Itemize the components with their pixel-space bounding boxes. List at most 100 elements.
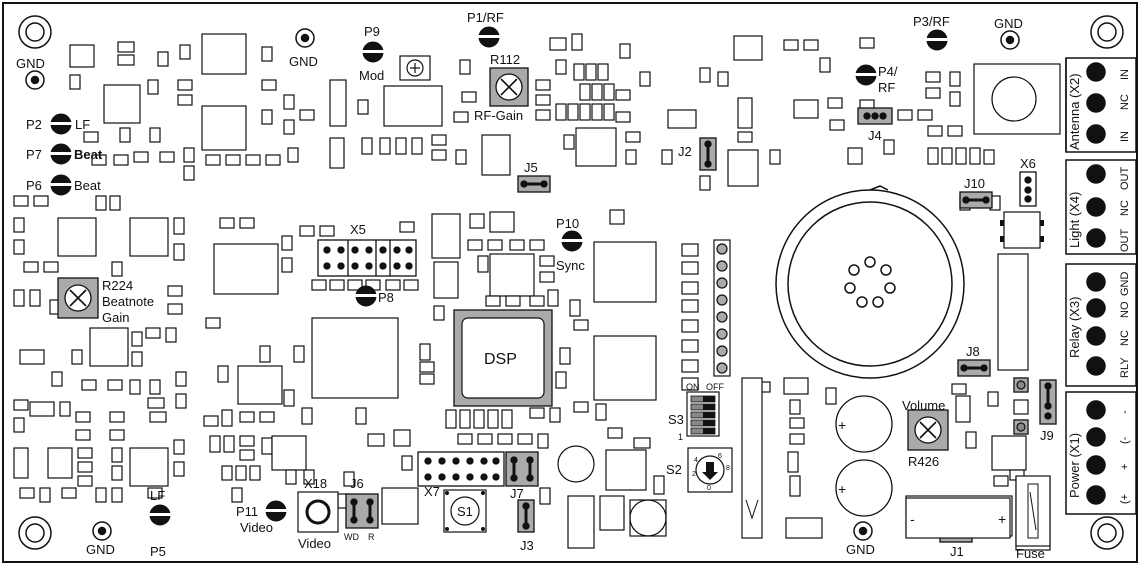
labels: GND GND GND GND GND P9 Mod P1/RF R112 RF… — [16, 10, 1131, 561]
label-reg-minus: - — [910, 511, 915, 527]
test-point-p11 — [265, 500, 287, 522]
test-point-p7 — [50, 143, 72, 165]
trimmer-r224[interactable] — [57, 277, 99, 319]
pin-antenna-3: IN — [1119, 131, 1131, 142]
label-beatnote: Beatnote — [102, 294, 154, 309]
jumper-j2 — [699, 137, 717, 171]
relay-small — [1000, 211, 1044, 249]
jumper-j3 — [517, 499, 535, 533]
test-point-p3rf — [926, 29, 948, 51]
rotary-digit: 2 — [692, 471, 696, 478]
label-j3: J3 — [520, 538, 534, 553]
label-r: R — [368, 532, 375, 542]
rotary-digit: 8 — [726, 465, 730, 472]
gnd-point-left — [25, 70, 45, 90]
gray-pads — [713, 239, 1029, 435]
label-p6-beat: Beat — [74, 178, 101, 193]
test-points — [50, 26, 948, 526]
label-s1: S1 — [457, 504, 473, 519]
jumper-j4 — [857, 107, 893, 125]
label-j9: J9 — [1040, 428, 1054, 443]
label-p6: P6 — [26, 178, 42, 193]
label-lf: LF — [150, 488, 165, 503]
pin-power-3: + — [1119, 464, 1131, 470]
test-point-p8 — [355, 285, 377, 307]
pin-relay-3: NC — [1119, 330, 1131, 346]
label-wd: WD — [344, 532, 359, 542]
label-p4-rf: RF — [878, 80, 895, 95]
label-x6: X6 — [1020, 156, 1036, 171]
mounting-hole-tr — [1090, 15, 1124, 49]
rotary-digit: 4 — [694, 457, 698, 464]
rotary-switch-s2[interactable] — [687, 447, 733, 493]
gnd-point-top2 — [1000, 30, 1020, 50]
label-gnd-top1: GND — [289, 54, 318, 69]
video-connector-x18[interactable] — [297, 491, 339, 533]
test-point-p10 — [561, 230, 583, 252]
button-s1[interactable] — [443, 489, 487, 533]
vertical-connector — [741, 377, 763, 539]
jumper-j8 — [957, 359, 991, 377]
label-mod: Mod — [359, 68, 384, 83]
capacitors — [835, 395, 893, 517]
label-p2-lf: LF — [75, 117, 90, 132]
trimmer-r112[interactable] — [489, 67, 529, 107]
pin-power-4: (+ — [1119, 494, 1131, 504]
mounting-hole-br — [1090, 516, 1124, 550]
label-p2: P2 — [26, 117, 42, 132]
gnd-point-bottom2 — [853, 521, 873, 541]
test-point-p9 — [362, 41, 384, 63]
trimmer-r426[interactable] — [907, 409, 949, 451]
label-p7: P7 — [26, 147, 42, 162]
label-cap2-plus: + — [838, 481, 846, 497]
label-s2: S2 — [666, 462, 682, 477]
label-p4: P4/ — [878, 64, 898, 79]
label-gnd-bottom2: GND — [846, 542, 875, 557]
connector-relay-name: Relay (X3) — [1067, 297, 1082, 358]
label-j8: J8 — [966, 344, 980, 359]
jumper-j10 — [959, 191, 993, 209]
pin-light-1: OUT — [1119, 167, 1131, 191]
jumper-j7 — [505, 451, 539, 487]
terminal-antenna — [1065, 57, 1137, 153]
dip-switch-s3[interactable] — [686, 391, 720, 437]
buzzer — [973, 63, 1061, 135]
smd-components — [13, 33, 1051, 551]
label-gnd-left: GND — [16, 56, 45, 71]
label-r112: R112 — [490, 52, 520, 67]
round-component-2 — [629, 499, 667, 537]
gnd-point-top1 — [295, 28, 315, 48]
label-p9: P9 — [364, 24, 380, 39]
gnd-test-points — [25, 28, 1020, 541]
connector-power-name: Power (X1) — [1067, 433, 1082, 498]
test-point-p4rf — [855, 64, 877, 86]
label-reg-plus: + — [998, 511, 1006, 527]
jumper-x6 — [1019, 171, 1037, 207]
test-point-p6 — [50, 174, 72, 196]
speaker — [775, 185, 965, 379]
round-component-2-frame — [629, 499, 667, 537]
test-point-p5 — [149, 504, 171, 526]
label-cap1-plus: + — [838, 417, 846, 433]
pin-relay-2: NO — [1119, 301, 1131, 318]
label-dsp: DSP — [484, 351, 517, 368]
jumper-j9 — [1039, 379, 1057, 425]
jumper-j6 — [345, 493, 379, 529]
header-x7 — [417, 451, 505, 487]
label-off: OFF — [706, 382, 724, 392]
label-x5: X5 — [350, 222, 366, 237]
label-p8: P8 — [378, 290, 394, 305]
label-j1: J1 — [950, 544, 964, 559]
round-component-1 — [557, 445, 595, 483]
label-video1: Video — [240, 520, 273, 535]
label-j7: J7 — [510, 486, 524, 501]
label-j4: J4 — [868, 128, 882, 143]
jumper-j5 — [517, 175, 551, 193]
terminal-blocks — [1065, 57, 1137, 515]
pin-antenna-1: IN — [1119, 69, 1131, 80]
rotary-digits: 0 2 4 6 8 — [692, 453, 730, 492]
fuse-holder — [1015, 475, 1051, 547]
label-p3rf: P3/RF — [913, 14, 950, 29]
terminal-relay — [1065, 263, 1137, 387]
